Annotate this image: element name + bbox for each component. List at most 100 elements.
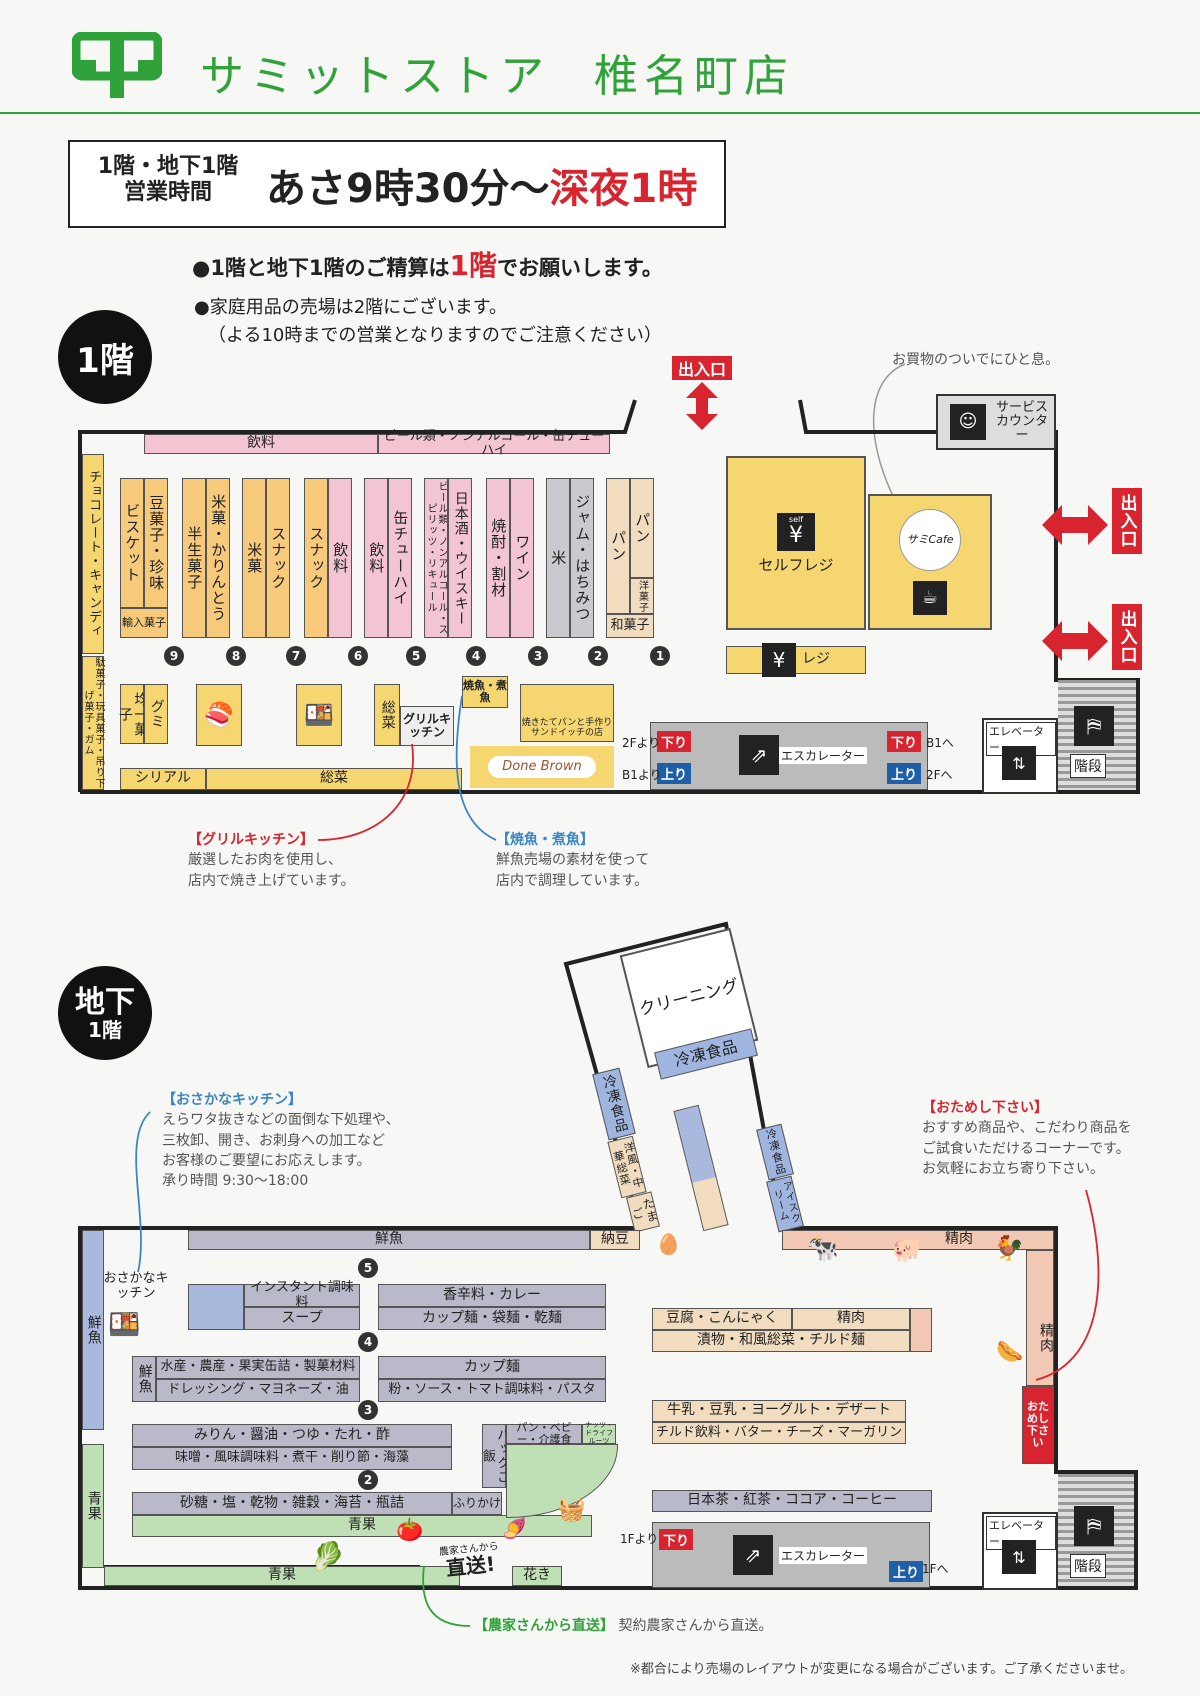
store-name: サミットストア 椎名町店 <box>200 40 794 104</box>
elevator-b1[interactable]: エレベーター ⇅ <box>982 1512 1058 1590</box>
shelf-produce-inner: 青果 <box>132 1515 592 1537</box>
shelf-flour: 粉・ソース・トマト調味料・パスタ <box>378 1379 606 1402</box>
shelf-sugar: 砂糖・塩・乾物・雑穀・海苔・瓶詰 <box>132 1492 452 1515</box>
cafe-note-line <box>872 363 906 501</box>
shelf-gummy: グミ <box>144 684 168 744</box>
floor1-badge: 1階 <box>58 310 152 404</box>
produce-bottom: 青果 <box>104 1566 460 1586</box>
store-logo <box>71 31 163 102</box>
footer-note: ※都合により売場のレイアウトが変更になる場合がございます。ご了承くださいませ。 <box>630 1662 1133 1677</box>
service-counter-icon: ☺ <box>950 404 986 440</box>
cow-icon: 🐄 <box>806 1234 839 1264</box>
bakery-brand: Done Brown <box>470 746 614 788</box>
yen-icon: self¥ <box>777 512 815 551</box>
shelf-cup-noodle: カップ麺 <box>378 1356 606 1379</box>
shelf-soup: スープ <box>244 1307 360 1330</box>
sampling-corner[interactable]: おためし下さい <box>1022 1386 1054 1464</box>
farm-direct-note: 【農家さんから直送】 契約農家さんから直送。 <box>474 1618 773 1634</box>
cafe-note: お買物のついでにひと息。 <box>892 352 1060 368</box>
chicken-icon: 🐓 <box>994 1234 1024 1262</box>
esc-up-from: B1より <box>622 768 662 782</box>
shelf-chocolate: チョコレート・キャンディ <box>82 454 104 654</box>
hours-floors: 1階・地下1階 <box>97 154 239 179</box>
shelf-souzai-v: 総菜 <box>374 684 400 746</box>
esc-down-to: B1へ <box>926 736 954 750</box>
aisle-4-num: 4 <box>358 1332 378 1352</box>
shelf-instant: インスタント調味料 <box>244 1281 360 1309</box>
sweet-potato-icon: 🍠 <box>502 1516 527 1540</box>
top-entrance[interactable]: 出入口 <box>672 356 732 432</box>
shelf-milk: 牛乳・豆乳・ヨーグルト・デザート <box>652 1400 906 1422</box>
sausage-icon: 🌭 <box>996 1340 1024 1365</box>
escalator-b1[interactable]: ⇗ エスカレーター 下り 上り <box>652 1522 930 1588</box>
shelf-instant-left <box>188 1284 244 1330</box>
sashimi-icon: 🍱 <box>108 1310 141 1340</box>
elevator-1f[interactable]: エレベーター ⇅ <box>982 718 1058 794</box>
yen-icon: ¥ <box>762 643 796 677</box>
shelf-fresh-fish-small: 鮮魚 <box>132 1356 156 1402</box>
egg-icon: 🥚 <box>656 1232 681 1256</box>
aisle-5-num: 5 <box>358 1258 378 1278</box>
fresh-fish-left: 鮮魚 <box>82 1230 104 1430</box>
escalator-icon: ⇗ <box>739 735 779 775</box>
shelf-meat: 精肉 <box>792 1308 910 1330</box>
cafe-icon: ☕ <box>913 581 947 615</box>
produce-left: 青果 <box>82 1444 104 1568</box>
self-register[interactable]: self¥ セルフレジ <box>726 456 866 630</box>
fish-kitchen-label: おさかなキッチン <box>103 1271 169 1301</box>
aisle-2-num: 2 <box>358 1470 378 1490</box>
register[interactable]: ¥ レジ <box>726 643 866 677</box>
entrance-arrow-icon <box>686 382 718 430</box>
natto-shelf: 納豆 <box>590 1230 640 1250</box>
shelf-mirin: みりん・醤油・つゆ・たれ・酢 <box>132 1424 452 1447</box>
escalator-icon: ⇗ <box>733 1535 773 1575</box>
shelf-end-cap <box>910 1308 932 1352</box>
grill-kitchen-note: 【グリルキッチン】 厳選したお肉を使用し、 店内で焼き上げています。 <box>188 832 355 889</box>
shelf-dressing: ドレッシング・マヨネーズ・油 <box>156 1379 360 1402</box>
bakery-counter: 焼きたてパンと手作りサンドイッチの店 <box>520 684 614 742</box>
shelf-tea: 日本茶・紅茶・ココア・コーヒー <box>652 1490 932 1512</box>
stairs-1f[interactable]: ⛿ 階段 <box>1058 680 1136 790</box>
esc-up-to: 2Fへ <box>926 768 953 782</box>
household-notice: ●家庭用品の売場は2階にございます。 （よる10時までの営業となりますのでご注意… <box>194 297 662 346</box>
sampling-note: 【おためし下さい】 おすすめ商品や、こだわり商品を ご試食いただけるコーナーです… <box>922 1100 1132 1177</box>
elevator-icon: ⇅ <box>1002 1540 1036 1574</box>
entrance-arrow-icon <box>1042 505 1108 545</box>
stairs-b1[interactable]: ⛿ 階段 <box>1058 1474 1134 1586</box>
b1-esc-down-from: 1Fより <box>620 1532 659 1546</box>
elevator-icon: ⇅ <box>1002 746 1036 780</box>
shelf-drinks: 飲料 <box>144 434 378 454</box>
bento-icon: 🍱 <box>304 700 334 729</box>
escalator-1f[interactable]: ⇗ エスカレーター 下り 下り 上り 上り <box>650 722 928 790</box>
stairs-icon: ⛿ <box>1074 706 1114 746</box>
shelf-furikake: ふりかけ <box>452 1492 502 1515</box>
store-name-main: サミットストア <box>200 51 550 102</box>
deli-display-2: 🍱 <box>296 684 342 746</box>
meat-top: 精肉 <box>782 1230 1054 1250</box>
deli-display-1: 🍣 <box>196 684 242 746</box>
tomato-icon: 🍅 <box>396 1518 424 1543</box>
b1-esc-up-to: 1Fへ <box>922 1562 949 1576</box>
shelf-chilled: チルド飲料・バター・チーズ・マーガリン <box>652 1422 906 1444</box>
service-counter[interactable]: ☺ サービスカウンター <box>936 394 1056 450</box>
shelf-pickles: 漬物・和風総菜・チルド麺 <box>652 1330 910 1352</box>
hours-close: 深夜1時 <box>549 166 698 212</box>
sushi-icon: 🍣 <box>204 700 234 729</box>
header-divider <box>0 112 1200 114</box>
hours-box: 1階・地下1階 営業時間 あさ9時30分〜深夜1時 <box>68 140 726 228</box>
sami-cafe[interactable]: サミCafe ☕ <box>868 494 992 630</box>
fish-kitchen-note: 【おさかなキッチン】 えらワタ抜きなどの面倒な下処理や、 三枚卸、開き、お刺身へ… <box>162 1092 400 1190</box>
shelf-canned: 水産・農産・果実缶詰・製菓材料 <box>156 1356 360 1379</box>
shelf-miso: 味噌・風味調味料・煮干・削り節・海藻 <box>132 1447 452 1470</box>
shelf-pack-rice: パックご飯 <box>480 1424 509 1488</box>
stairs-icon: ⛿ <box>1074 1506 1114 1546</box>
shelf-tofu: 豆腐・こんにゃく <box>652 1308 792 1330</box>
floor1-callout-lines <box>317 695 497 841</box>
grill-kitchen: グリルキッチン <box>400 706 454 746</box>
store-branch: 椎名町店 <box>594 51 794 102</box>
entrance-arrow-icon <box>1042 621 1108 661</box>
hours-label: 営業時間 <box>123 180 212 206</box>
b1-badge: 地下 1階 <box>58 966 152 1060</box>
shelf-spice: 香辛料・カレー <box>378 1284 606 1307</box>
